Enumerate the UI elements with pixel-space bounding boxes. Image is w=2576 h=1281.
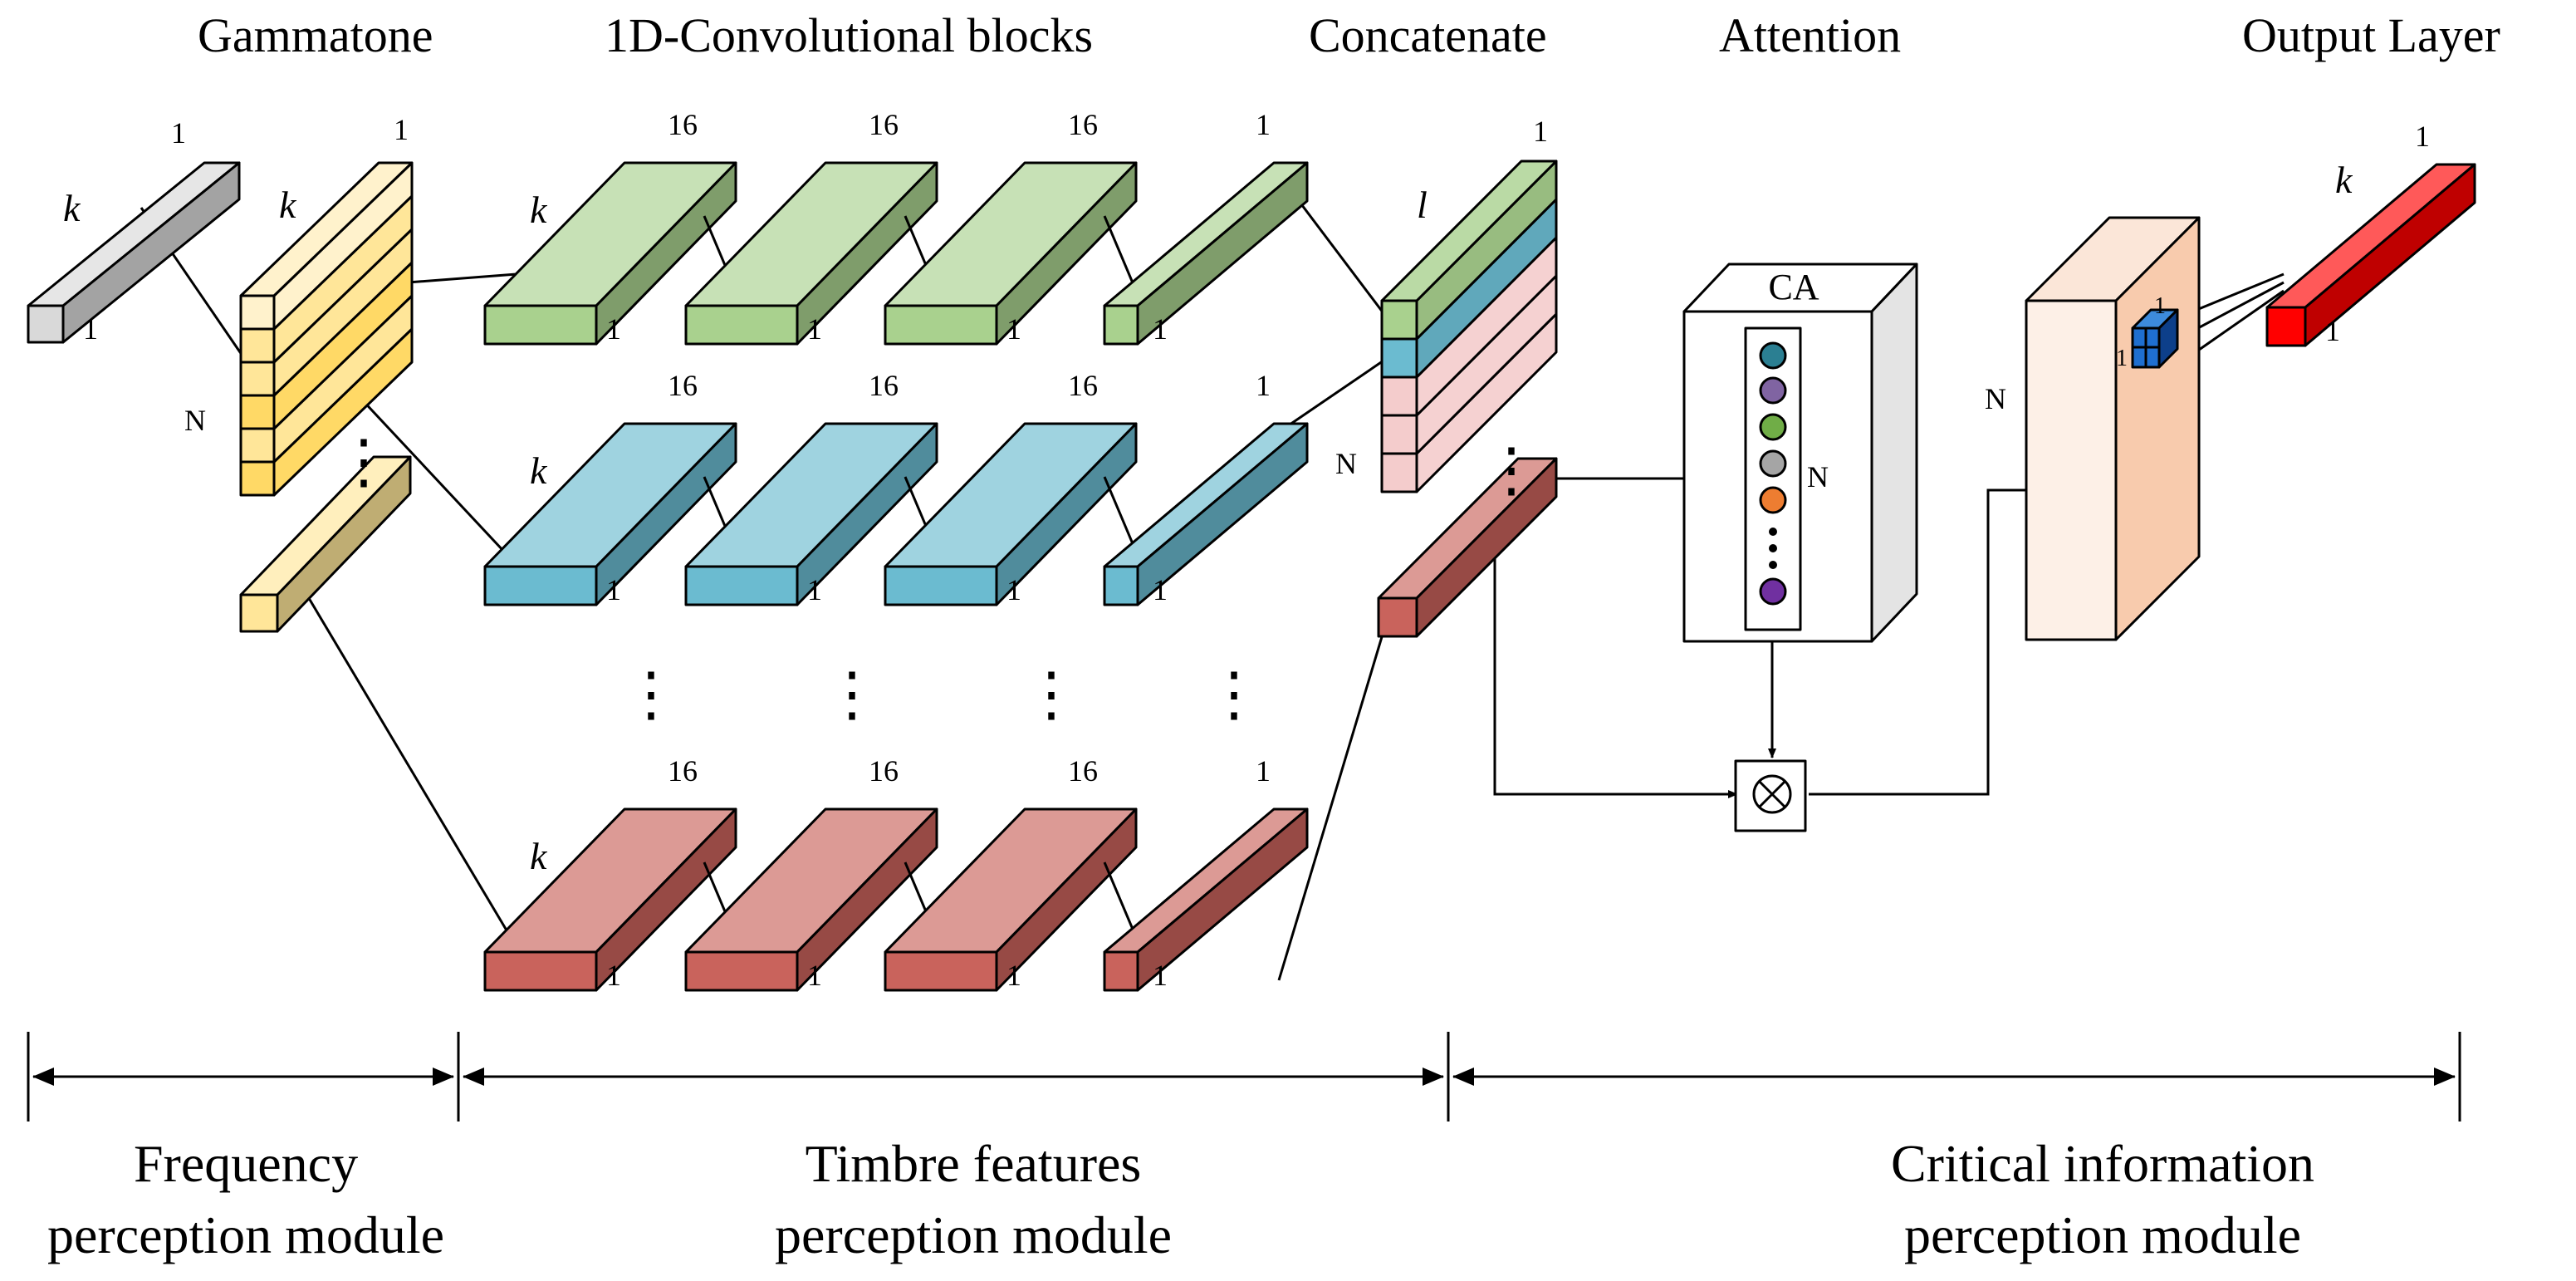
- conv-green-dim-1-top: 1: [1256, 108, 1271, 141]
- attention-kernel-cube: 1 1: [2116, 293, 2179, 371]
- gammatone-last-channel: [239, 455, 412, 633]
- conv-green-block-3: [884, 161, 1138, 346]
- kernel-dim-1a: 1: [2154, 293, 2166, 319]
- conv-blue-dim-1-top: 1: [1256, 369, 1271, 402]
- conv-red-dim-k: k: [530, 835, 548, 877]
- label-critical-line2: perception module: [1904, 1205, 2301, 1264]
- label-timbre-line1: Timbre features: [806, 1134, 1142, 1193]
- conv-red-dim-16-1: 16: [668, 754, 698, 788]
- conv-blue-dim-1-2: 1: [807, 573, 822, 606]
- ellipsis-4: ⋮: [822, 661, 882, 728]
- title-gammatone: Gammatone: [198, 8, 433, 62]
- conv-green-dim-1-2: 1: [807, 312, 822, 346]
- label-timbre-line2: perception module: [775, 1205, 1172, 1264]
- conv-red-block-3: [884, 807, 1138, 992]
- conv-blue-block-2: [684, 422, 938, 606]
- attention-weight-dot-2: [1759, 376, 1787, 405]
- ellipsis-6: ⋮: [1204, 661, 1264, 728]
- module-range-markers: [27, 1032, 2461, 1121]
- label-critical-line1: Critical information: [1891, 1134, 2314, 1193]
- attention-weights-column: [1759, 341, 1787, 606]
- output-layer-block: [2265, 163, 2476, 347]
- title-attention: Attention: [1719, 8, 1901, 62]
- blocks-layer: 11k1kN161k16116111161k16116111161k161161…: [27, 108, 2476, 992]
- conv-red-dim-16-2: 16: [869, 754, 899, 788]
- output-dim-1-bottom: 1: [2325, 314, 2340, 347]
- ca-label: CA: [1768, 267, 1819, 307]
- attention-feature-map: N: [1985, 216, 2201, 641]
- kernel-dim-1b: 1: [2116, 346, 2128, 371]
- conv-blue-block-1: [483, 422, 737, 606]
- ellipsis-2: ⋮: [1481, 437, 1541, 503]
- conv-red-dim-16-3: 16: [1068, 754, 1098, 788]
- concat-last-channel: [1377, 457, 1558, 638]
- input-dim-k: k: [63, 187, 81, 229]
- conv-green-dim-1-3: 1: [1006, 312, 1021, 346]
- conv-green-block-4: [1103, 161, 1309, 346]
- conv-green-dim-16-3: 16: [1068, 108, 1098, 141]
- label-frequency-line1: Frequency: [134, 1134, 358, 1193]
- output-dim-k: k: [2335, 159, 2353, 201]
- input-signal-block: [27, 161, 241, 344]
- attention-weight-dot-3: [1759, 413, 1787, 441]
- ellipsis-1: ⋮: [334, 429, 394, 495]
- output-dim-1-top: 1: [2415, 120, 2430, 153]
- conv-red-block-1: [483, 807, 737, 992]
- attention-weight-dot-1: [1759, 341, 1787, 370]
- concat-dim-1: 1: [1533, 115, 1548, 148]
- conv-red-dim-1-top: 1: [1256, 754, 1271, 788]
- conv-blue-block-4: [1103, 422, 1309, 606]
- conv-green-block-2: [684, 161, 938, 346]
- conv-blue-dim-1-bottom: 1: [1153, 573, 1168, 606]
- conv-red-dim-1-1: 1: [606, 959, 621, 992]
- conv-green-dim-16-2: 16: [869, 108, 899, 141]
- conv-blue-dim-16-2: 16: [869, 369, 899, 402]
- ellipsis-layer: ⋮ ⋮ ⋮ ⋮ ⋮ ⋮: [334, 429, 1541, 728]
- concat-dim-n: N: [1335, 447, 1357, 480]
- concat-dim-l: l: [1417, 184, 1428, 226]
- title-1d-conv-blocks: 1D-Convolutional blocks: [605, 8, 1093, 62]
- feature-map-dim-n: N: [1985, 382, 2006, 415]
- input-dim-1-top: 1: [171, 116, 186, 150]
- conv-red-dim-1-2: 1: [807, 959, 822, 992]
- title-concatenate: Concatenate: [1309, 8, 1547, 62]
- conv-blue-block-3: [884, 422, 1138, 606]
- attention-weight-dot-6: [1759, 577, 1787, 606]
- conv-red-dim-1-3: 1: [1006, 959, 1021, 992]
- conv-blue-dim-16-3: 16: [1068, 369, 1098, 402]
- gammatone-dim-1: 1: [394, 113, 409, 146]
- conv-red-dim-1-bottom: 1: [1153, 959, 1168, 992]
- gammatone-filterbank-stack: [239, 161, 414, 497]
- conv-blue-dim-16-1: 16: [668, 369, 698, 402]
- ellipsis-3: ⋮: [621, 661, 681, 728]
- label-frequency-line2: perception module: [47, 1205, 444, 1264]
- attention-weight-dot-5: [1759, 486, 1787, 514]
- attention-ellipsis-dot-3: [1769, 561, 1777, 569]
- title-output-layer: Output Layer: [2242, 8, 2500, 62]
- conv-red-block-4: [1103, 807, 1309, 992]
- conv-blue-dim-1-3: 1: [1006, 573, 1021, 606]
- attention-ellipsis-dot-1: [1769, 528, 1777, 536]
- attention-ellipsis-dot-2: [1769, 544, 1777, 552]
- multiply-node: [1734, 759, 1807, 832]
- attention-weight-dot-4: [1759, 449, 1787, 478]
- channel-attention-box: CA N: [1682, 263, 1918, 643]
- conv-blue-dim-1-1: 1: [606, 573, 621, 606]
- attention-dim-n: N: [1807, 460, 1829, 493]
- conv-green-block-1: [483, 161, 737, 346]
- conv-green-dim-1-bottom: 1: [1153, 312, 1168, 346]
- gammatone-dim-n: N: [184, 404, 206, 437]
- conv-blue-dim-k: k: [530, 449, 548, 492]
- input-dim-1-bottom: 1: [83, 312, 98, 346]
- conv-green-dim-1-1: 1: [606, 312, 621, 346]
- gammatone-dim-k: k: [279, 184, 297, 226]
- concatenate-stack: [1380, 160, 1558, 493]
- conv-green-dim-16-1: 16: [668, 108, 698, 141]
- conv-red-block-2: [684, 807, 938, 992]
- ellipsis-5: ⋮: [1021, 661, 1081, 728]
- conv-green-dim-k: k: [530, 189, 548, 231]
